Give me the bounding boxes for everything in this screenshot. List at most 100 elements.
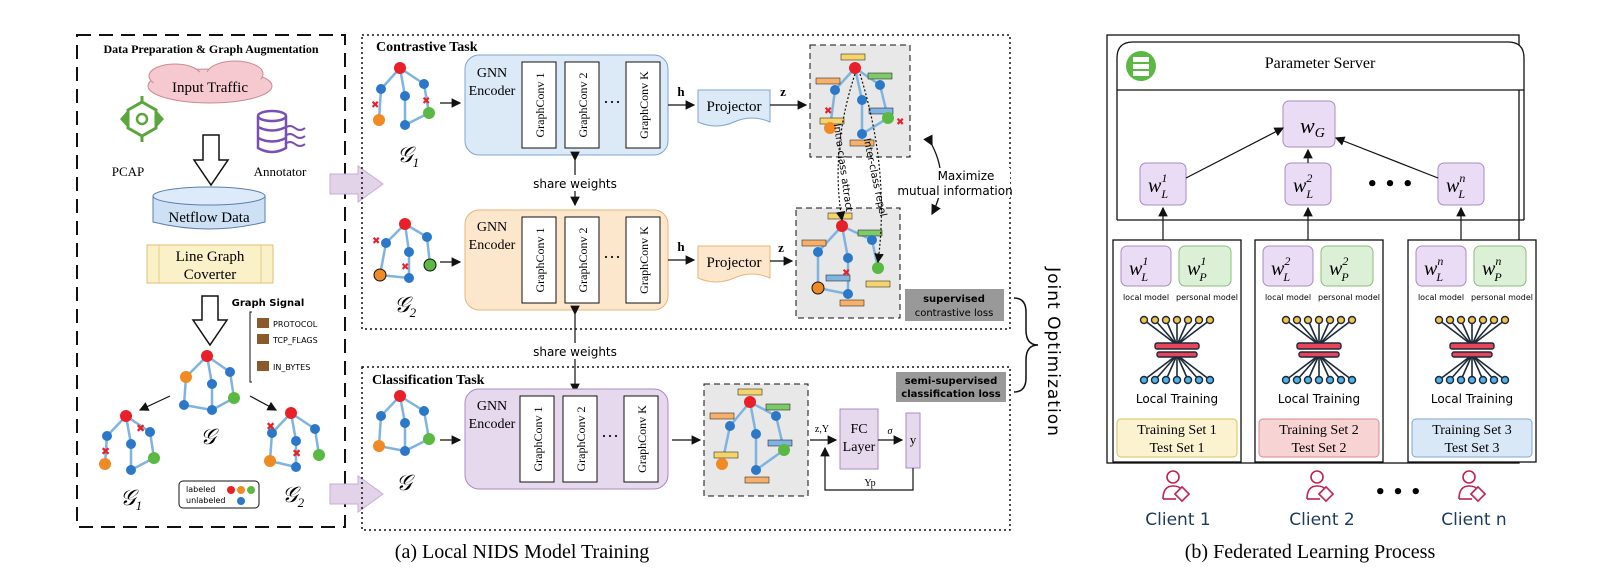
svg-text:classification loss: classification loss bbox=[901, 389, 1000, 400]
client-name: Client n bbox=[1441, 510, 1506, 530]
gnn-encoder-3: GNN Encoder GraphConv 1 GraphConv 2 Grap… bbox=[464, 388, 669, 490]
local-training-label: Local Training bbox=[1278, 392, 1360, 406]
svg-text:Projector: Projector bbox=[707, 99, 762, 115]
contrastive-task-panel: Contrastive Task ✖ ✖ 𝒢1 GNN Encode bbox=[361, 34, 1013, 330]
pcap-label: PCAP bbox=[112, 164, 145, 179]
personal-model-label: personal model bbox=[1176, 293, 1238, 302]
input-traffic-cloud: Input Traffic bbox=[147, 60, 273, 104]
local-model-label: local model bbox=[1418, 293, 1464, 302]
annotator-icon bbox=[256, 109, 306, 154]
graphconv-k: GraphConv K bbox=[637, 226, 651, 294]
parameter-server-label: Parameter Server bbox=[1265, 55, 1376, 72]
svg-text:GNN: GNN bbox=[477, 399, 507, 414]
netflow-cylinder: Netflow Data bbox=[152, 186, 266, 230]
svg-text:Layer: Layer bbox=[843, 440, 876, 455]
svg-text:labeled: labeled bbox=[186, 485, 215, 494]
flow-arrow bbox=[192, 134, 230, 187]
svg-text:···: ··· bbox=[601, 426, 619, 446]
original-graph-g bbox=[373, 390, 435, 456]
svg-text:Encoder: Encoder bbox=[469, 417, 516, 432]
line-graph-label-2: Coverter bbox=[184, 267, 236, 283]
server-icon bbox=[1126, 51, 1156, 81]
test-set-label: Test Set 3 bbox=[1444, 441, 1499, 456]
svg-text:✖: ✖ bbox=[372, 236, 380, 247]
client-user-icon bbox=[1458, 470, 1487, 503]
svg-text:wnL: wnL bbox=[1446, 171, 1465, 201]
graphconv-1: GraphConv 1 bbox=[531, 407, 545, 472]
caption-a: (a) Local NIDS Model Training bbox=[395, 541, 649, 563]
supervised-contrastive-loss: supervised contrastive loss bbox=[905, 289, 1004, 321]
svg-text:GNN: GNN bbox=[477, 66, 507, 81]
neural-network-icon bbox=[1139, 315, 1215, 385]
joint-optimization-label: Joint Optimization bbox=[1043, 266, 1063, 437]
graph-g2: ✖ ✖ bbox=[264, 407, 325, 472]
server-ellipsis: • • • bbox=[1366, 174, 1413, 195]
personal-model-label: personal model bbox=[1318, 293, 1380, 302]
g-label: 𝒢 bbox=[396, 470, 415, 495]
panel-arrow bbox=[329, 475, 384, 513]
graph-g1: ✖ ✖ bbox=[99, 410, 160, 475]
svg-text:y: y bbox=[910, 432, 917, 447]
line-graph-converter: Line Graph Coverter bbox=[146, 244, 274, 284]
svg-text:✖: ✖ bbox=[101, 445, 110, 458]
graphconv-1: GraphConv 1 bbox=[533, 228, 547, 293]
neural-network-icon bbox=[1434, 315, 1510, 385]
svg-text:IN_BYTES: IN_BYTES bbox=[273, 363, 310, 372]
test-set-label: Test Set 2 bbox=[1291, 441, 1346, 456]
local-model-label: local model bbox=[1123, 293, 1169, 302]
client-user-icon bbox=[1162, 470, 1191, 503]
caption-b: (b) Federated Learning Process bbox=[1185, 541, 1436, 563]
svg-text:supervised: supervised bbox=[923, 294, 985, 305]
svg-text:Yp: Yp bbox=[864, 478, 875, 489]
svg-text:unlabeled: unlabeled bbox=[186, 496, 226, 505]
svg-text:✖: ✖ bbox=[401, 262, 409, 273]
svg-text:Encoder: Encoder bbox=[469, 84, 516, 99]
signal-in-bytes: IN_BYTES bbox=[257, 361, 310, 372]
contrastive-title: Contrastive Task bbox=[376, 40, 478, 55]
embedding-space-3 bbox=[703, 383, 809, 497]
data-preparation-panel: Data Preparation & Graph Augmentation In… bbox=[76, 34, 346, 528]
line-graph-label-1: Line Graph bbox=[176, 249, 245, 265]
svg-text:w2L: w2L bbox=[1293, 171, 1313, 201]
prep-title: Data Preparation & Graph Augmentation bbox=[103, 42, 318, 56]
graph-g2-label: 𝒢2 bbox=[282, 482, 305, 510]
share-weights-label: share weights bbox=[533, 345, 617, 359]
input-traffic-label: Input Traffic bbox=[172, 80, 248, 96]
svg-text:σ: σ bbox=[888, 426, 894, 437]
svg-text:z: z bbox=[778, 240, 784, 255]
gnn-encoder-1: GNN Encoder GraphConv 1 GraphConv 2 Grap… bbox=[464, 54, 669, 156]
graphconv-k: GraphConv K bbox=[637, 71, 651, 139]
graphconv-2: GraphConv 2 bbox=[576, 228, 590, 293]
svg-text:✖: ✖ bbox=[136, 422, 145, 435]
svg-text:···: ··· bbox=[603, 92, 621, 112]
flow-arrow bbox=[191, 295, 229, 347]
augmented-graph-g1: ✖ ✖ bbox=[371, 62, 435, 130]
graphconv-2: GraphConv 2 bbox=[574, 407, 588, 472]
client-name: Client 1 bbox=[1145, 510, 1210, 530]
augmented-graph-g2: ✖ ✖ bbox=[372, 218, 437, 283]
output-y: y bbox=[905, 412, 921, 469]
training-set-label: Training Set 2 bbox=[1279, 423, 1359, 438]
svg-text:✖: ✖ bbox=[842, 268, 850, 279]
graphconv-1: GraphConv 1 bbox=[533, 73, 547, 138]
g2-label: 𝒢2 bbox=[394, 292, 417, 320]
netflow-label: Netflow Data bbox=[168, 210, 250, 226]
graph-g-label: 𝒢 bbox=[200, 424, 219, 449]
svg-text:contrastive loss: contrastive loss bbox=[915, 308, 994, 319]
signal-protocol: PROTOCOL bbox=[257, 318, 318, 329]
annotator-label: Annotator bbox=[254, 164, 307, 179]
svg-text:z: z bbox=[780, 84, 786, 99]
